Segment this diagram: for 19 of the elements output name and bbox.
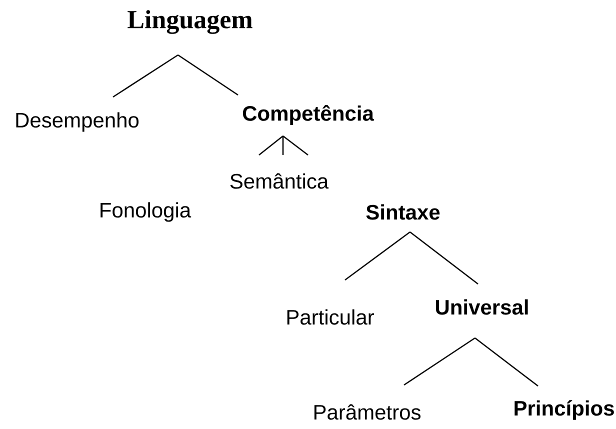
tree-branch xyxy=(344,231,410,281)
term-label: Semântica xyxy=(230,173,329,189)
term-label: Fonologia xyxy=(100,202,192,222)
tree-branch xyxy=(282,136,284,155)
tree-branch xyxy=(282,135,308,156)
term-label: Universal xyxy=(436,299,528,315)
term-label: Parâmetros xyxy=(314,404,420,420)
term-label: Sintaxe xyxy=(366,204,440,220)
tree-branch xyxy=(404,337,476,386)
tree-branch xyxy=(410,231,478,285)
term-label: Competência xyxy=(242,104,374,126)
term-label: Desempenho xyxy=(16,112,139,132)
tree-branch xyxy=(112,54,178,98)
root-label: Linguagem xyxy=(128,10,252,34)
term-label: Particular xyxy=(287,309,374,325)
tree-branch xyxy=(258,136,284,156)
tree-branch xyxy=(178,54,238,96)
term-label: Princípios xyxy=(514,400,614,420)
tree-branch xyxy=(474,337,538,387)
